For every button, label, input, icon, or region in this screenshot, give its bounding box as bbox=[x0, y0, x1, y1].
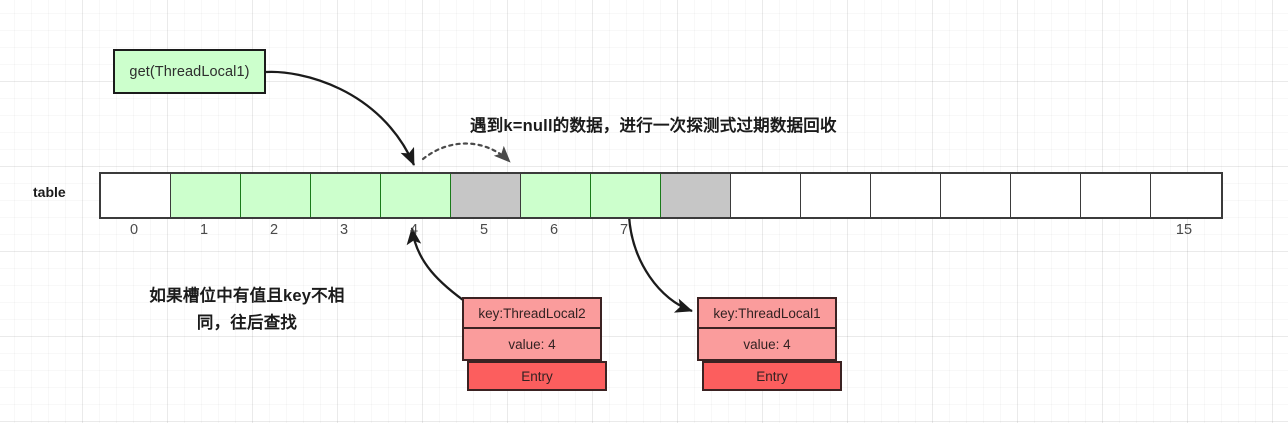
table-index-7: 7 bbox=[619, 222, 629, 238]
table-index-2: 2 bbox=[269, 222, 279, 238]
table-index-5: 5 bbox=[479, 222, 489, 238]
annotation-left-line2: 同，往后查找 bbox=[196, 314, 298, 332]
threadlocalmap-table bbox=[99, 172, 1223, 219]
arrow-entry2-to-slot4 bbox=[406, 227, 471, 306]
entry2-value: value: 4 bbox=[462, 329, 602, 361]
entry-card-threadlocal2: key:ThreadLocal2 value: 4 Entry bbox=[462, 297, 607, 391]
table-label: table bbox=[33, 184, 66, 200]
table-slot-2 bbox=[241, 174, 311, 217]
entry1-key: key:ThreadLocal1 bbox=[697, 297, 837, 329]
table-slot-5 bbox=[451, 174, 521, 217]
table-slot-15 bbox=[1151, 174, 1221, 217]
annotation-top-text: 遇到k=null的数据，进行一次探测式过期数据回收 bbox=[470, 117, 837, 135]
get-box-label: get(ThreadLocal1) bbox=[129, 63, 250, 80]
annotation-expired-entry-cleanup: 遇到k=null的数据，进行一次探测式过期数据回收 bbox=[470, 112, 1030, 136]
table-index-15: 15 bbox=[1175, 222, 1193, 238]
table-slot-3 bbox=[311, 174, 381, 217]
entry-card-threadlocal1: key:ThreadLocal1 value: 4 Entry bbox=[697, 297, 842, 391]
entry1-footer: Entry bbox=[702, 361, 842, 391]
table-slot-9 bbox=[731, 174, 801, 217]
table-slot-12 bbox=[941, 174, 1011, 217]
entry2-footer: Entry bbox=[467, 361, 607, 391]
table-slot-11 bbox=[871, 174, 941, 217]
table-slot-7 bbox=[591, 174, 661, 217]
get-threadlocal1-box: get(ThreadLocal1) bbox=[113, 49, 266, 94]
arrow-slot7-to-entry1 bbox=[627, 215, 693, 313]
table-index-4: 4 bbox=[409, 222, 419, 238]
arrow-get-to-slot4 bbox=[265, 70, 416, 166]
table-index-0: 0 bbox=[129, 222, 139, 238]
annotation-linear-probe: 如果槽位中有值且key不相 同，往后查找 bbox=[112, 283, 382, 337]
annotation-left-line1: 如果槽位中有值且key不相 bbox=[149, 287, 345, 305]
entry1-value: value: 4 bbox=[697, 329, 837, 361]
table-slot-4 bbox=[381, 174, 451, 217]
table-slot-14 bbox=[1081, 174, 1151, 217]
table-slot-0 bbox=[101, 174, 171, 217]
table-slot-13 bbox=[1011, 174, 1081, 217]
arrow-probe-dotted bbox=[421, 142, 512, 164]
table-index-6: 6 bbox=[549, 222, 559, 238]
table-slot-10 bbox=[801, 174, 871, 217]
table-slot-1 bbox=[171, 174, 241, 217]
table-index-3: 3 bbox=[339, 222, 349, 238]
table-index-1: 1 bbox=[199, 222, 209, 238]
table-slot-8 bbox=[661, 174, 731, 217]
entry2-key: key:ThreadLocal2 bbox=[462, 297, 602, 329]
table-slot-6 bbox=[521, 174, 591, 217]
